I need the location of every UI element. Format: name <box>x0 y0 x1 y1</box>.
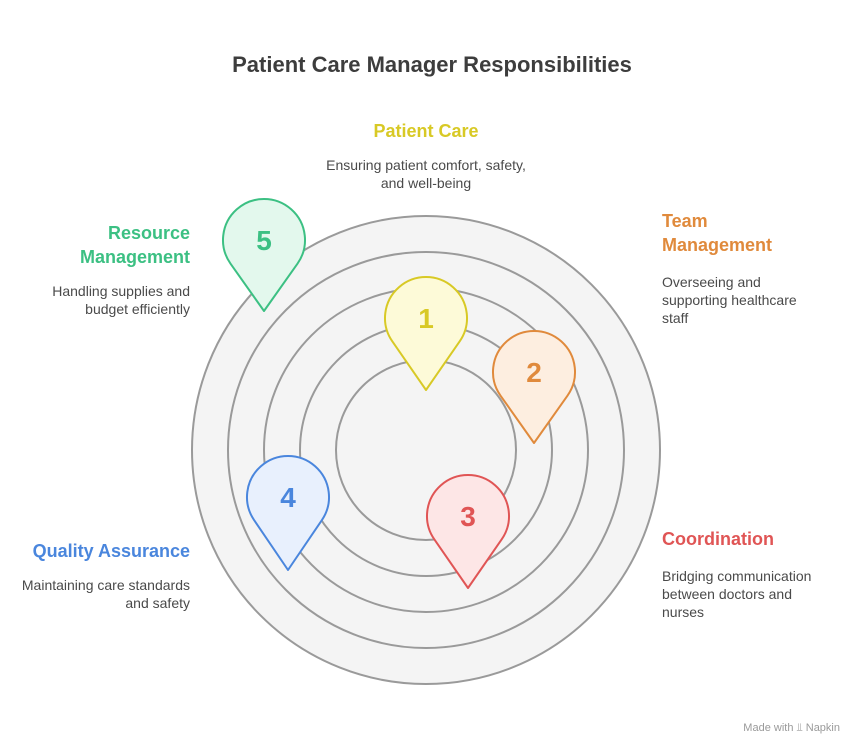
pin-2: 2 <box>492 330 576 444</box>
footer-attribution: Made with ⫫ Napkin <box>743 722 840 735</box>
pin-1: 1 <box>384 276 468 391</box>
desc-resource-management: Handling supplies and budget efficiently <box>52 283 190 317</box>
pin-number: 2 <box>526 357 542 388</box>
pin-number: 1 <box>418 303 434 334</box>
desc-patient-care: Ensuring patient comfort, safety, and we… <box>326 157 526 191</box>
pin-marker-icon <box>492 330 576 444</box>
napkin-logo-icon: ⫫ <box>796 722 803 734</box>
heading-patient-care: Patient Care <box>373 121 479 141</box>
pin-number: 5 <box>256 225 272 256</box>
desc-coordination: Bridging communication between doctors a… <box>662 568 812 620</box>
pin-3: 3 <box>426 474 510 589</box>
pin-number: 3 <box>460 501 476 532</box>
pin-number: 4 <box>280 482 296 513</box>
heading-team-management: Team Management <box>662 211 773 255</box>
footer-brand: Napkin <box>805 722 840 734</box>
desc-quality-assurance: Maintaining care standards and safety <box>21 577 190 611</box>
pin-4: 4 <box>246 455 330 571</box>
pin-marker-icon <box>222 198 306 312</box>
pin-marker-icon <box>426 474 510 589</box>
footer-made-with: Made with <box>743 722 794 734</box>
heading-quality-assurance: Quality Assurance <box>32 541 190 561</box>
page-title: Patient Care Manager Responsibilities <box>232 52 632 77</box>
pin-marker-icon <box>384 276 468 391</box>
heading-coordination: Coordination <box>662 529 774 549</box>
heading-resource-management: Resource Management <box>79 223 190 267</box>
desc-team-management: Overseeing and supporting healthcare sta… <box>662 274 797 326</box>
pin-marker-icon <box>246 455 330 571</box>
pins-group: 1 2 3 4 5 <box>222 198 576 589</box>
pin-5: 5 <box>222 198 306 312</box>
